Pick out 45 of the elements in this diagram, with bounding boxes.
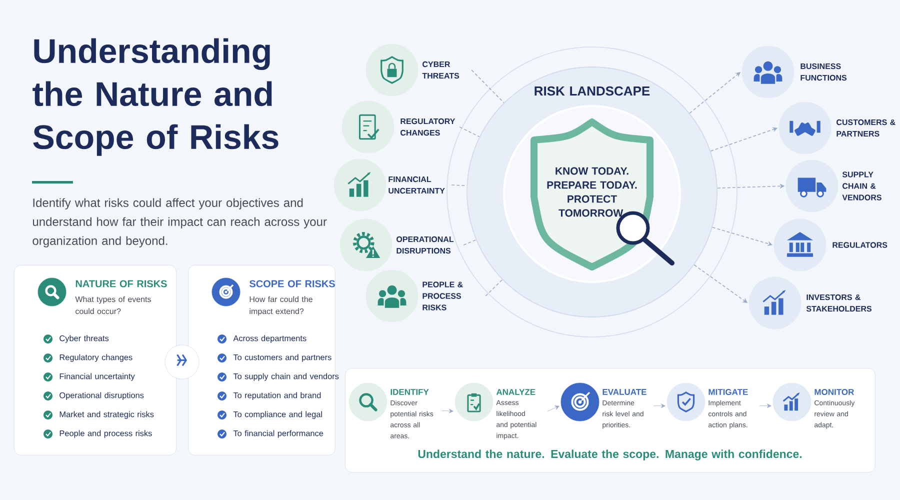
step-heading: IDENTIFY (390, 389, 429, 395)
category-label: REGULATORY CHANGES (400, 118, 456, 136)
connector-line (485, 279, 503, 296)
step-heading: ANALYZE (496, 389, 536, 395)
list-item: To compliance and legal (233, 411, 322, 419)
list-item: Regulatory changes (60, 354, 132, 362)
card-heading: NATURE OF RISKS (76, 280, 167, 288)
list-item: Market and strategic risks (60, 411, 154, 419)
list-item: Financial uncertainty (60, 373, 135, 381)
tagline: Understand the nature. Evaluate the scope. Manage with confidence. (418, 450, 802, 460)
list-item: To customers and partners (233, 354, 332, 362)
category-label: CUSTOMERS & PARTNERS (836, 119, 896, 137)
category-label: BUSINESS FUNCTIONS (800, 63, 847, 81)
list-item: People and process risks (60, 430, 152, 438)
connector-line (451, 184, 468, 186)
lead-text: Identify what risks could affect your objectives and understand how far their impact can reach across your organization and beyond. (32, 198, 327, 248)
arrow (759, 404, 772, 408)
step-heading: EVALUATE (602, 389, 646, 395)
card-question: What types of events could occur? (75, 296, 151, 314)
shield: KNOW TODAY. PREPARE TODAY. PROTECT TOMORROW. (530, 118, 654, 270)
card-question: How far could the impact extend? (250, 296, 312, 316)
category-label: REGULATORS (832, 242, 888, 248)
category-label: FINANCIAL UNCERTAINTY (388, 176, 445, 194)
list-item: To reputation and brand (233, 392, 321, 400)
category-label: CYBER THREATS (422, 61, 460, 79)
category-label: PEOPLE & PROCESS RISKS (422, 282, 463, 310)
step-heading: MITIGATE (708, 389, 748, 395)
connector-line (463, 239, 476, 246)
category-label: OPERATIONAL DISRUPTIONS (396, 236, 454, 254)
list-item: Across departments (233, 335, 306, 343)
list-item: Operational disruptions (60, 392, 144, 400)
arrow (653, 404, 666, 408)
arrow (441, 408, 454, 414)
category-label: INVESTORS & STAKEHOLDERS (806, 294, 872, 312)
category-label: SUPPLY CHAIN & VENDORS (842, 172, 882, 200)
connector-line (471, 70, 504, 104)
title: Understanding the Nature and Scope of Risks (32, 38, 278, 156)
connector-line (459, 126, 480, 138)
arrow (547, 406, 560, 412)
card-heading: SCOPE OF RISKS (250, 280, 335, 288)
list-item: To financial performance (233, 430, 324, 438)
step-heading: MONITOR (814, 389, 854, 395)
list-item: Cyber threats (60, 335, 109, 343)
list-item: To supply chain and vendors (233, 373, 339, 381)
ring-title: RISK LANDSCAPE (534, 86, 650, 96)
